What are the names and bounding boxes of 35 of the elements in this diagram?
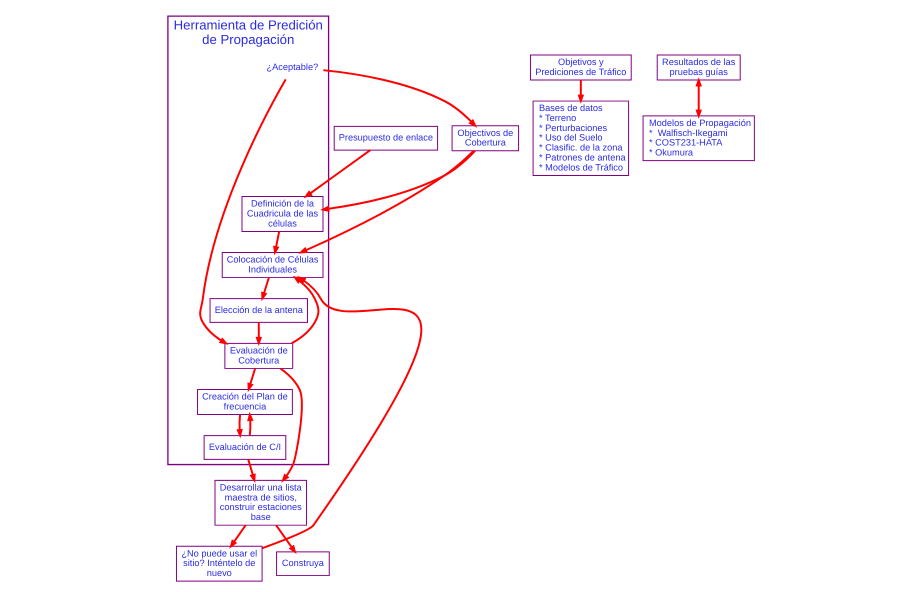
arrow <box>303 149 371 198</box>
node-box: Elección de la antena <box>210 298 308 323</box>
arrow <box>695 77 702 119</box>
node-text: ¿Aceptable? <box>266 62 318 72</box>
arrow <box>236 414 243 438</box>
arrow <box>247 459 256 484</box>
node-box: Evaluación de C/I <box>204 435 286 460</box>
arrow <box>229 524 246 549</box>
node-box: Definición de la Cuadricula de las células <box>242 196 324 232</box>
node-box: Bases de datos * Terreno * Perturbaciones * Uso del Suelo * Clasific. de la zona * Patrones de antena * Modelos de Tráfico <box>532 100 630 176</box>
arrow <box>323 69 478 128</box>
arrow <box>262 276 422 550</box>
node-box: Desarrollar una lista maestra de sitios, construir estaciones base <box>214 480 308 526</box>
node-box: Creación del Plan de frecuencia <box>197 389 293 416</box>
arrow <box>273 231 280 256</box>
arrow <box>280 368 303 483</box>
node-box: Presupuesto de enlace <box>334 126 438 151</box>
node-box: Construya <box>276 551 330 576</box>
node-box: Modelos de Propagación * Walfisch-Ikegami * COST231-HATA * Okumura <box>642 115 755 162</box>
arrow <box>291 276 320 344</box>
node-box: Colocación de Células Individuales <box>222 252 324 278</box>
node-box: ¿No puede usar el sitio? Inténtelo de nuevo <box>176 546 263 582</box>
arrow <box>261 277 270 302</box>
arrow <box>275 524 297 554</box>
arrow <box>320 150 476 212</box>
node-box: Objectivos de Cobertura <box>452 125 520 152</box>
node-box: Resultados de las pruebas guías <box>656 54 741 80</box>
arrow <box>247 368 256 392</box>
arrow <box>298 150 474 254</box>
arrow <box>247 412 254 436</box>
arrow <box>578 80 584 104</box>
arrow <box>256 322 262 346</box>
node-box: Objetivos y Prediciones de Tráfico <box>530 54 632 80</box>
node-box: Evaluación de Cobertura <box>224 342 294 369</box>
arrow <box>199 78 287 345</box>
